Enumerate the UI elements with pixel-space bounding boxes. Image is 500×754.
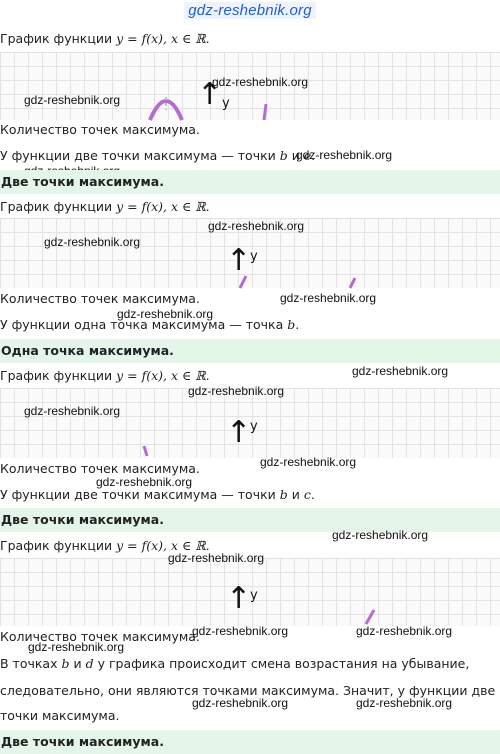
watermark: gdz-reshebnik.org [208,219,305,233]
explanation-text: У функции две точки максимума — точки [0,148,276,163]
graph-caption-4: График функции y = f(x), x ∈ ℝ. [0,538,210,554]
watermark: gdz-reshebnik.org [356,624,453,638]
watermark: gdz-reshebnik.org [192,696,289,710]
watermark: gdz-reshebnik.org [117,307,214,321]
y-axis-arrow-icon: ↑ [226,581,252,616]
function-curve-1 [148,97,268,121]
watermark: gdz-reshebnik.org [192,624,289,638]
explanation-4-line-1: В точках b и d у графика происходит смен… [0,656,469,672]
watermark: gdz-reshebnik.org [96,475,193,489]
explanation-math: e. [303,148,316,163]
explanation-text: В точках [0,656,58,671]
explanation-math: b [279,148,288,163]
answer-1: Две точки максимума. [0,170,500,194]
graph-area-3 [0,388,500,458]
explanation-math: b. [287,317,300,332]
y-axis-label: y [222,96,230,111]
graph-caption-math: y = f(x), x ∈ ℝ. [116,538,210,553]
answer-4: Две точки максимума. [0,730,500,754]
explanation-text: У функции одна точка максимума — точка [0,317,284,332]
graph-caption-math: y = f(x), x ∈ ℝ. [116,368,210,383]
y-axis-label: y [250,419,258,434]
graph-caption-text: График функции [0,538,113,553]
explanation-text: и [73,656,82,671]
question-1: Количество точек максимума. [0,122,200,137]
explanation-text: у графика происходит смена возрастания н… [97,656,470,671]
function-curve-2 [238,275,357,289]
site-header[interactable]: gdz-reshebnik.org [0,0,500,22]
explanation-4-line-2: следовательно, они являются точками макс… [0,683,496,698]
explanation-3: У функции две точки максимума — точки b … [0,487,315,503]
graph-caption-3: График функции y = f(x), x ∈ ℝ. [0,368,210,384]
explanation-text: У функции две точки максимума — точки [0,487,276,502]
watermark: gdz-reshebnik.org [168,551,265,565]
graph-area-4 [0,558,500,626]
watermark: gdz-reshebnik.org [28,640,125,654]
graph-caption-1: График функции y = f(x), x ∈ ℝ. [0,31,210,47]
graph-caption-text: График функции [0,368,113,383]
explanation-text: и [291,487,300,502]
graph-caption-2: График функции y = f(x), x ∈ ℝ. [0,199,210,215]
y-axis-arrow-icon: ↑ [226,243,252,278]
watermark: gdz-reshebnik.org [356,696,453,710]
y-axis-arrow-icon: ↑ [226,415,252,450]
graph-caption-text: График функции [0,199,113,214]
watermark: gdz-reshebnik.org [44,235,141,249]
function-curve-4 [364,609,376,625]
explanation-1: У функции две точки максимума — точки b … [0,148,315,164]
question-3: Количество точек максимума. [0,461,200,476]
watermark: gdz-reshebnik.org [260,455,357,469]
graph-area-1 [0,52,500,120]
watermark: gdz-reshebnik.org [352,364,449,378]
graph-caption-text: График функции [0,31,113,46]
watermark: gdz-reshebnik.org [24,93,121,107]
watermark: gdz-reshebnik.org [332,528,429,542]
graph-caption-math: y = f(x), x ∈ ℝ. [116,31,210,46]
question-2: Количество точек максимума. [0,291,200,306]
explanation-math: c. [303,487,315,502]
graph-caption-math: y = f(x), x ∈ ℝ. [116,199,210,214]
explanation-math: d [85,656,94,671]
explanation-math: b [279,487,288,502]
answer-3: Две точки максимума. [0,508,500,532]
function-curve-3 [142,445,149,457]
watermark: gdz-reshebnik.org [188,384,285,398]
watermark: gdz-reshebnik.org [24,404,121,418]
watermark: gdz-reshebnik.org [280,291,377,305]
y-axis-label: y [250,588,258,603]
explanation-text: и [291,148,300,163]
explanation-2: У функции одна точка максимума — точка b… [0,317,299,333]
answer-2: Одна точка максимума. [0,339,500,363]
site-header-link[interactable]: gdz-reshebnik.org [184,2,316,19]
y-axis-arrow-icon: ↑ [197,77,223,112]
explanation-4-line-3: точки максимума. [0,708,120,723]
y-axis-label: y [250,249,258,264]
question-4: Количество точек максимума. [0,629,200,644]
watermark: gdz-reshebnik.org [212,75,309,89]
graph-area-2 [0,218,500,288]
watermark: gdz-reshebnik.org [296,148,393,162]
explanation-math: b [61,656,70,671]
